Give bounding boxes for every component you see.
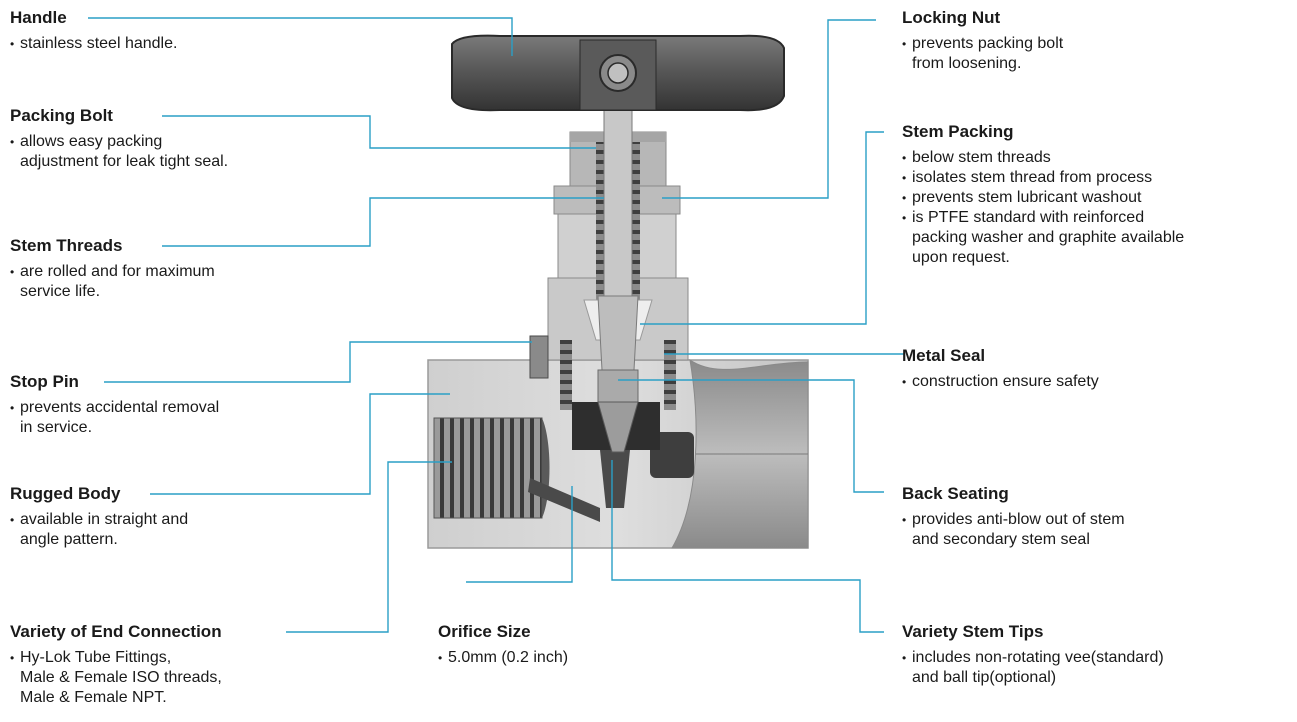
callout-rugged-body-item: available in straight and angle pattern.: [10, 510, 188, 550]
callout-orifice-size: Orifice Size 5.0mm (0.2 inch): [438, 622, 568, 668]
leader-orifice-size: [466, 486, 573, 583]
leader-rugged-body: [150, 393, 450, 495]
callout-back-seating-item: provides anti-blow out of stem and secon…: [902, 510, 1125, 550]
leader-locking-nut: [662, 19, 876, 199]
callout-stem-packing-item-3: prevents stem lubricant washout: [902, 188, 1184, 208]
callout-back-seating-title: Back Seating: [902, 484, 1009, 503]
callout-stem-tips-title: Variety Stem Tips: [902, 622, 1044, 641]
callout-packing-bolt-title: Packing Bolt: [10, 106, 113, 125]
callout-rugged-body: Rugged Body available in straight and an…: [10, 484, 188, 550]
valve-stem: [597, 87, 639, 453]
leader-handle: [88, 17, 513, 56]
callout-metal-seal-title: Metal Seal: [902, 346, 986, 365]
callout-handle: Handle stainless steel handle.: [10, 8, 177, 54]
callout-stem-tips-item: includes non-rotating vee(standard) and …: [902, 648, 1164, 688]
callout-packing-bolt: Packing Bolt allows easy packing adjustm…: [10, 106, 228, 172]
callout-stop-pin-item: prevents accidental removal in service.: [10, 398, 219, 438]
callout-metal-seal: Metal Seal construction ensure safety: [902, 346, 1099, 392]
callout-stem-threads: Stem Threads are rolled and for maximum …: [10, 236, 215, 302]
callout-orifice-size-item: 5.0mm (0.2 inch): [438, 648, 568, 668]
callout-stem-packing-title: Stem Packing: [902, 122, 1014, 141]
stop-pin: [529, 335, 549, 379]
callout-orifice-size-title: Orifice Size: [438, 622, 531, 641]
callout-stem-packing-item-1: below stem threads: [902, 148, 1184, 168]
callout-stem-tips: Variety Stem Tips includes non-rotating …: [902, 622, 1164, 688]
callout-metal-seal-item: construction ensure safety: [902, 372, 1099, 392]
callout-stem-packing: Stem Packing below stem threads isolates…: [902, 122, 1184, 268]
t-handle: [451, 34, 785, 112]
leader-stop-pin: [104, 341, 532, 383]
leader-end-connection: [286, 461, 452, 633]
callout-handle-title: Handle: [10, 8, 67, 27]
callout-locking-nut-title: Locking Nut: [902, 8, 1001, 27]
leader-stem-threads: [162, 197, 604, 247]
callout-stem-threads-title: Stem Threads: [10, 236, 123, 255]
callout-packing-bolt-item: allows easy packing adjustment for leak …: [10, 132, 228, 172]
leader-stem-tips: [611, 460, 884, 633]
callout-end-connection-item: Hy-Lok Tube Fittings, Male & Female ISO …: [10, 648, 222, 708]
leader-packing-bolt: [162, 115, 596, 149]
leader-back-seating: [618, 379, 884, 493]
callout-stem-threads-item: are rolled and for maximum service life.: [10, 262, 215, 302]
callout-end-connection: Variety of End Connection Hy-Lok Tube Fi…: [10, 622, 222, 708]
leader-stem-packing: [640, 131, 884, 325]
callout-rugged-body-title: Rugged Body: [10, 484, 121, 503]
callout-stop-pin-title: Stop Pin: [10, 372, 79, 391]
callout-end-connection-title: Variety of End Connection: [10, 622, 222, 641]
leader-lines: [88, 17, 904, 633]
callout-handle-item: stainless steel handle.: [10, 34, 177, 54]
callout-stem-packing-item-4: is PTFE standard with reinforced packing…: [902, 208, 1184, 268]
callout-stop-pin: Stop Pin prevents accidental removal in …: [10, 372, 219, 438]
callout-back-seating: Back Seating provides anti-blow out of s…: [902, 484, 1125, 550]
callout-stem-packing-item-2: isolates stem thread from process: [902, 168, 1184, 188]
callout-locking-nut: Locking Nut prevents packing bolt from l…: [902, 8, 1063, 74]
callout-locking-nut-item: prevents packing bolt from loosening.: [902, 34, 1063, 74]
